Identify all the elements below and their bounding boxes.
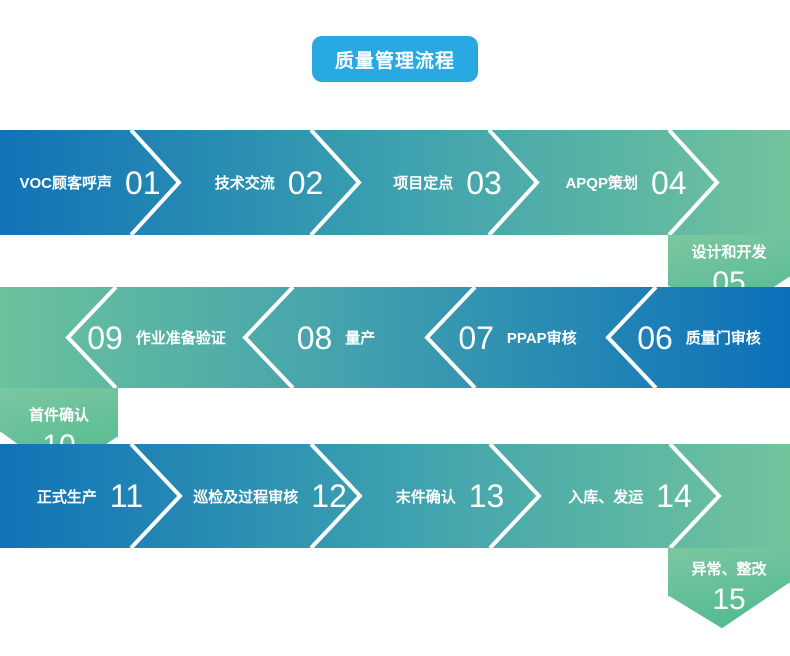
step-label: APQP策划 <box>565 175 638 192</box>
step-label: 入库、发运 <box>568 488 644 506</box>
step-07: 07 PPAP审核 <box>427 287 608 388</box>
step-label: 正式生产 <box>36 488 97 506</box>
step-label: 首件确认 <box>28 407 89 424</box>
step-03: 项目定点 03 <box>358 130 537 235</box>
step-08: 08 量产 <box>245 287 427 388</box>
chevron-separators-row3 <box>129 444 722 548</box>
step-12: 巡检及过程审核 12 <box>180 444 360 548</box>
step-label: VOC顾客呼声 <box>19 175 112 192</box>
chevron-right-icon <box>487 130 540 235</box>
step-label: 异常、整改 <box>691 561 767 578</box>
step-number: 14 <box>656 478 692 514</box>
chevron-left-icon <box>242 287 295 388</box>
chevron-right-icon <box>668 444 722 548</box>
step-04: APQP策划 04 <box>537 130 715 235</box>
step-label: PPAP审核 <box>506 330 577 347</box>
step-label: 量产 <box>345 330 376 347</box>
step-number: 04 <box>650 164 687 201</box>
step-number: 15 <box>712 583 746 616</box>
step-number: 01 <box>124 164 161 201</box>
chevron-left-icon <box>605 287 658 388</box>
step-label: 末件确认 <box>395 488 456 506</box>
chevron-right-icon <box>309 130 362 235</box>
step-number: 08 <box>296 319 333 356</box>
process-row-3: 正式生产 11 巡检及过程审核 12 末件确认 13 入库、发运 14 <box>0 444 790 548</box>
chevron-right-icon <box>309 444 363 548</box>
step-number: 12 <box>311 478 347 514</box>
step-14: 入库、发运 14 <box>540 444 720 548</box>
step-06: 06 质量门审核 <box>608 287 790 388</box>
pentagon-down-icon <box>668 548 790 632</box>
process-row-1: VOC顾客呼声 01 技术交流 02 项目定点 03 APQP策划 04 <box>0 130 790 235</box>
chevron-left-icon <box>424 287 477 388</box>
step-number: 06 <box>637 319 673 356</box>
chevron-right-icon <box>488 444 542 548</box>
chevron-right-icon <box>129 444 183 548</box>
page-title: 质量管理流程 <box>334 50 455 72</box>
chevron-left-icon <box>65 287 118 388</box>
step-number: 07 <box>458 319 494 356</box>
step-label: 设计和开发 <box>691 244 767 261</box>
step-label: 项目定点 <box>393 175 454 192</box>
step-label: 作业准备验证 <box>135 330 226 347</box>
step-01: VOC顾客呼声 01 <box>0 130 180 235</box>
connector-step-15: 异常、整改 15 <box>668 548 790 634</box>
step-02: 技术交流 02 <box>180 130 358 235</box>
step-11: 正式生产 11 <box>0 444 180 548</box>
step-label: 巡检及过程审核 <box>193 488 299 506</box>
step-number: 02 <box>287 164 324 201</box>
step-label: 质量门审核 <box>685 330 761 347</box>
chevron-right-icon <box>129 130 182 235</box>
step-13: 末件确认 13 <box>360 444 540 548</box>
step-number: 03 <box>466 164 502 201</box>
step-number: 13 <box>468 478 505 514</box>
title-badge: 质量管理流程 <box>312 36 478 82</box>
step-number: 09 <box>87 319 123 356</box>
step-09: 09 作业准备验证 <box>68 287 245 388</box>
chevron-right-icon <box>667 130 720 235</box>
process-row-2: 09 作业准备验证 08 量产 07 PPAP审核 06 质量门审核 <box>0 287 790 388</box>
step-label: 技术交流 <box>214 175 275 192</box>
chevron-separators-row2 <box>65 287 658 388</box>
chevron-separators-row1 <box>129 130 720 235</box>
step-number: 11 <box>109 478 144 514</box>
